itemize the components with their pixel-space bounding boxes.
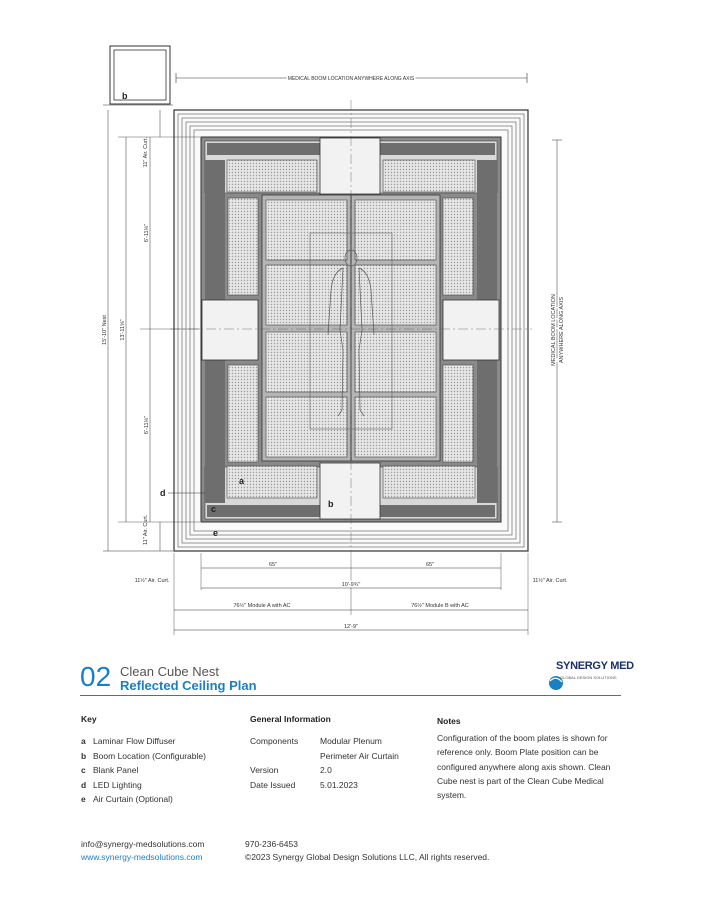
key-heading: Key	[81, 714, 97, 724]
dim-upper: 6'-11⅛"	[144, 224, 150, 242]
dim-65-right: 65"	[426, 562, 434, 568]
led-lighting-bottom-right	[380, 505, 495, 517]
general-heading: General Information	[250, 714, 331, 724]
callout-b-box: b	[122, 91, 128, 101]
notes-text: Configuration of the boom plates is show…	[437, 733, 611, 801]
footer-copyright: ©2023 Synergy Global Design Solutions LL…	[245, 852, 490, 862]
led-lighting-top-left	[207, 143, 320, 155]
bottom-dimensions: 65" 65" 10'-9¾" 11½" Air. Curt. 11½" Air…	[135, 553, 568, 635]
sheet-subtitle: Clean Cube Nest	[120, 664, 219, 679]
boom-plate-top	[319, 137, 381, 195]
left-dimensions: 11" Air. Curt. 11" Air. Curt. 6'-11⅛" 6'…	[101, 104, 200, 552]
right-axis-label-1: MEDICAL BOOM LOCATION	[551, 294, 557, 366]
callout-a: a	[239, 476, 245, 486]
footer-email[interactable]: info@synergy-medsolutions.com	[81, 839, 205, 849]
dim-inner-left: 13'-11⅝"	[120, 319, 126, 340]
reflected-ceiling-plan-drawing: b MEDICAL BOOM LOCATION ANYWHERE ALONG A…	[101, 45, 568, 635]
dim-overall: 12'-9"	[344, 624, 358, 630]
notes-heading: Notes	[437, 716, 461, 726]
callout-e: e	[213, 528, 218, 538]
title-rule	[80, 695, 621, 696]
dim-module-b: 76½" Module B with AC	[411, 602, 469, 609]
patient-silhouette	[327, 249, 375, 417]
dim-air-curt-top: 11" Air. Curt.	[143, 137, 149, 168]
nest-plenum	[170, 100, 532, 560]
sheet-number: 02	[80, 661, 112, 692]
general-row: Perimeter Air Curtain	[320, 750, 399, 761]
dim-lower: 6'-11⅛"	[144, 416, 150, 434]
led-lighting-bottom-left	[207, 505, 320, 517]
top-axis-label: MEDICAL BOOM LOCATION ANYWHERE ALONG AXI…	[288, 76, 415, 82]
right-dimension: MEDICAL BOOM LOCATION ANYWHERE ALONG AXI…	[550, 139, 567, 523]
sheet-title: Reflected Ceiling Plan	[120, 678, 257, 693]
callout-d: d	[160, 488, 166, 498]
boom-plate-bottom	[319, 462, 381, 520]
synergy-med-logo	[549, 676, 563, 690]
right-axis-label-2: ANYWHERE ALONG AXIS	[559, 297, 565, 363]
boom-plate-left	[201, 299, 259, 361]
dim-air-right: 11½" Air. Curt.	[533, 577, 568, 584]
dim-total-left: 15'-10" Nest	[102, 315, 108, 345]
dim-air-curt-bottom: 11" Air. Curt.	[143, 514, 149, 545]
footer-website-link[interactable]: www.synergy-medsolutions.com	[81, 852, 203, 862]
boom-location-box: b	[109, 45, 171, 105]
dim-air-left: 11½" Air. Curt.	[135, 577, 170, 584]
dim-65-left: 65"	[269, 562, 277, 568]
callout-b: b	[328, 499, 334, 509]
logo-subtext: GLOBAL DESIGN SOLUTIONS	[560, 675, 617, 680]
dim-module-a: 76½" Module A with AC	[234, 602, 291, 609]
footer-phone: 970-236-6453	[245, 839, 298, 849]
logo-text: SYNERGY MED	[556, 660, 634, 672]
boom-plate-right	[442, 299, 500, 361]
led-lighting-top-right	[380, 143, 495, 155]
callout-c: c	[211, 504, 216, 514]
dim-center: 10'-9¾"	[342, 582, 361, 588]
top-dimension: MEDICAL BOOM LOCATION ANYWHERE ALONG AXI…	[175, 73, 528, 84]
